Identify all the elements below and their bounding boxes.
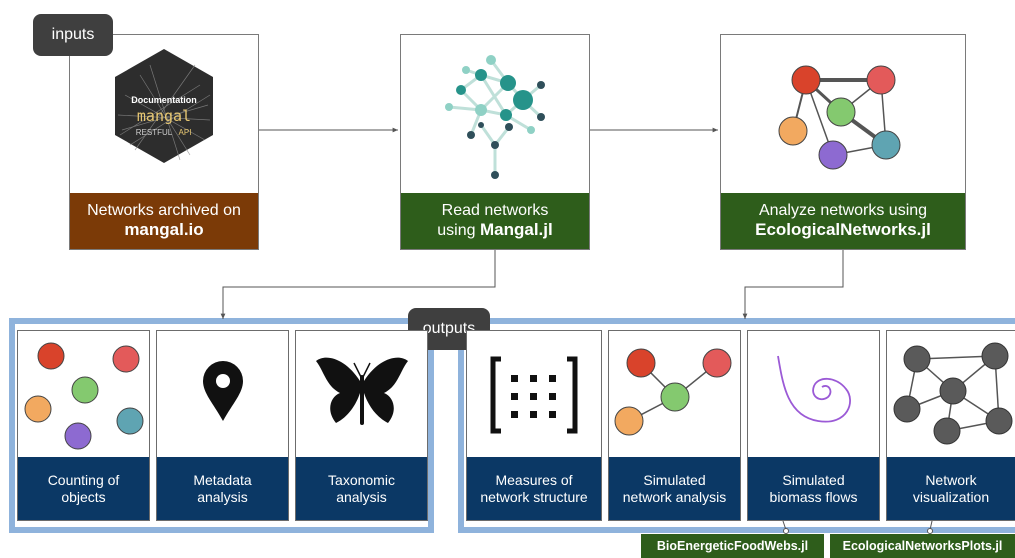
output-caption-6: Network visualization [887, 457, 1015, 520]
inputs-tag: inputs [33, 14, 113, 56]
analyze-caption-line1: Analyze networks using [758, 202, 928, 220]
connector-dot-bioenergetic [783, 528, 789, 534]
package-bioenergeticfoodwebs: BioEnergeticFoodWebs.jl [641, 534, 824, 558]
read-caption: Read networks using Mangal.jl [401, 193, 589, 249]
read-caption-line2b: Mangal.jl [479, 220, 553, 240]
mangal-hex-logo: Documentation mangal RESTFUL API [115, 49, 213, 163]
arrow-read-to-outputs [220, 250, 496, 319]
input-box-mangal-io: Documentation mangal RESTFUL API Network… [69, 34, 259, 250]
butterfly-icon [316, 357, 408, 425]
output-1-line1: Metadata [193, 471, 252, 488]
network-tree-icon [445, 55, 545, 179]
output-3-line1: Measures of [495, 471, 573, 488]
output-caption-4: Simulated network analysis [609, 457, 740, 520]
colored-network-icon [778, 65, 901, 170]
output-2-line2: analysis [336, 488, 387, 505]
logo-doc-title: Documentation [131, 95, 197, 105]
read-caption-line2a: using [437, 222, 480, 240]
read-caption-line1: Read networks [441, 202, 549, 220]
output-0-line2: objects [61, 488, 106, 505]
output-4-line2: network analysis [622, 488, 727, 505]
analyze-box-ecologicalnetworks: Analyze networks using EcologicalNetwork… [720, 34, 966, 250]
map-pin-icon [203, 361, 243, 421]
output-caption-3: Measures of network structure [467, 457, 601, 520]
output-6-line2: visualization [912, 488, 990, 505]
output-5-line1: Simulated [782, 471, 845, 488]
spiral-icon [777, 355, 851, 423]
package-ecologicalnetworksplots: EcologicalNetworksPlots.jl [830, 534, 1015, 558]
logo-brand: mangal [137, 107, 191, 125]
output-0-line1: Counting of [47, 471, 120, 488]
scattered-nodes-icon [24, 342, 144, 450]
output-metadata-analysis: Metadata analysis [156, 330, 289, 521]
logo-sub-b: API [179, 128, 192, 137]
food-web-icon [614, 348, 732, 436]
gray-network-icon [893, 342, 1013, 445]
output-simulated-biomass-flows: Simulated biomass flows [747, 330, 880, 521]
analyze-caption: Analyze networks using EcologicalNetwork… [721, 193, 965, 249]
read-box-mangal-jl: Read networks using Mangal.jl [400, 34, 590, 250]
connector-dot-plots [927, 528, 933, 534]
input-caption: Networks archived on mangal.io [70, 193, 258, 249]
output-5-line2: biomass flows [769, 488, 858, 505]
input-caption-line2: mangal.io [124, 220, 204, 240]
output-4-line1: Simulated [643, 471, 706, 488]
analyze-caption-line2: EcologicalNetworks.jl [755, 220, 931, 240]
output-simulated-network-analysis: Simulated network analysis [608, 330, 741, 521]
matrix-icon [490, 356, 578, 434]
output-3-line2: network structure [480, 488, 588, 505]
logo-sub-a: RESTFUL [136, 128, 173, 137]
output-network-visualization: Network visualization [886, 330, 1015, 521]
output-1-line2: analysis [197, 488, 248, 505]
output-6-line1: Network [925, 471, 977, 488]
output-2-line1: Taxonomic [328, 471, 395, 488]
output-taxonomic-analysis: Taxonomic analysis [295, 330, 428, 521]
output-caption-0: Counting of objects [18, 457, 149, 520]
output-caption-5: Simulated biomass flows [748, 457, 879, 520]
output-measures-network-structure: Measures of network structure [466, 330, 602, 521]
output-caption-1: Metadata analysis [157, 457, 288, 520]
input-caption-line1: Networks archived on [87, 202, 241, 220]
output-counting-objects: Counting of objects [17, 330, 150, 521]
output-caption-2: Taxonomic analysis [296, 457, 427, 520]
arrow-analyze-to-outputs [742, 250, 844, 319]
